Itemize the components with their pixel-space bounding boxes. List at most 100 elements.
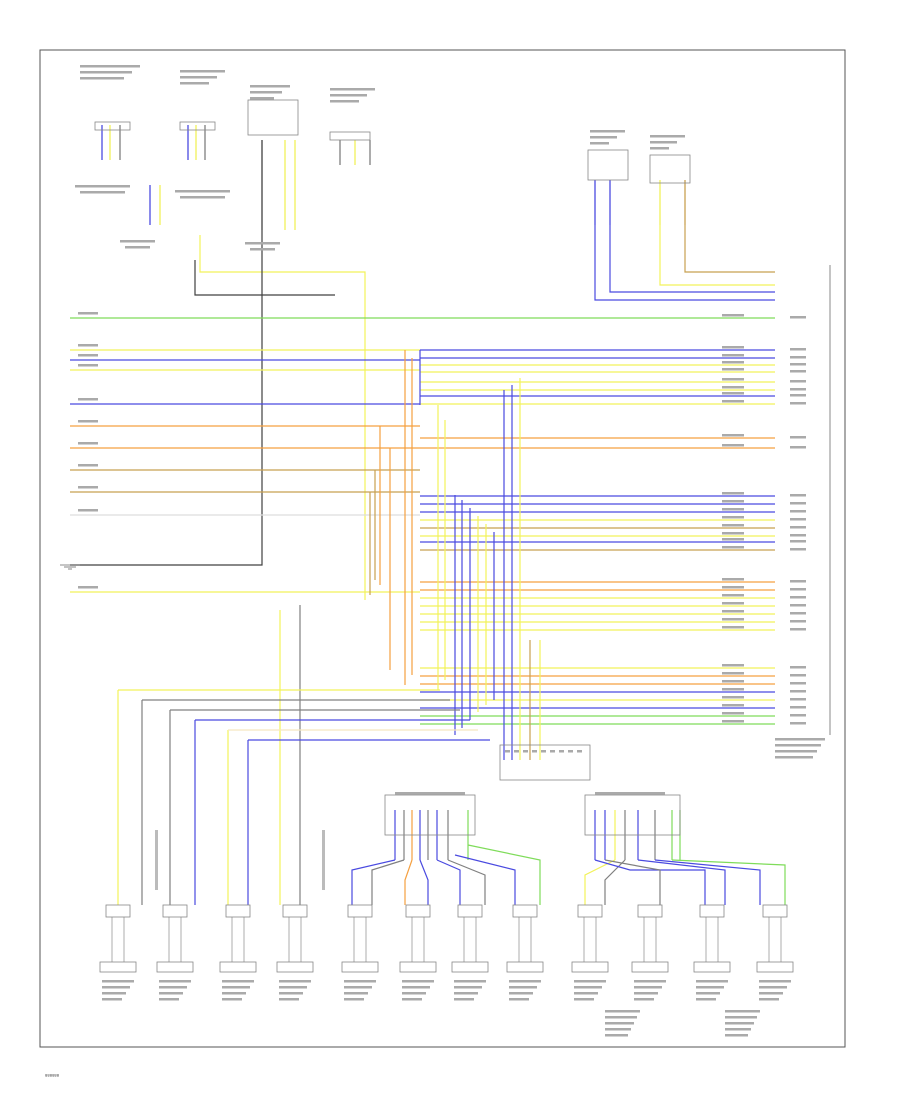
speaker-plug-10: [699, 904, 725, 918]
component-label-top-4-line-1: [330, 94, 367, 97]
wire-color-tag-33: [722, 720, 744, 723]
center-speaker-connector-block: [384, 794, 476, 836]
pin-label-29: [790, 690, 806, 693]
pin-label-4: [790, 370, 806, 373]
speaker-label-5-2: [402, 992, 426, 995]
component-label-top-4-line-2: [330, 100, 359, 103]
wire-color-tag-29: [722, 688, 744, 691]
wire-color-tag-25: [722, 626, 744, 629]
wire-color-tag-2: [722, 354, 744, 357]
speaker-label-10-2: [696, 992, 720, 995]
speaker-plug-11: [762, 904, 788, 918]
speaker-body-9: [631, 961, 669, 973]
pin-label-12: [790, 502, 806, 505]
pin-label-32: [790, 714, 806, 717]
dark-ground-wire: [70, 230, 263, 566]
speaker-body-11: [756, 961, 794, 973]
speaker-plug-2: [225, 904, 251, 918]
left-wire-tag-6: [78, 442, 98, 445]
center-connector-label: [395, 792, 465, 795]
speaker-label-0-1: [102, 986, 130, 989]
wire-layer: [70, 125, 786, 962]
wire-color-tag-9: [722, 434, 744, 437]
fan-wire-r2: [604, 859, 626, 905]
component-label-top-3-line-1: [250, 91, 282, 94]
fan-wire-r3: [594, 859, 706, 905]
wire-color-tag-6: [722, 386, 744, 389]
pin-label-17: [790, 540, 806, 543]
component-label-top-4-line-0: [330, 88, 375, 91]
speaker-label-3-0: [279, 980, 311, 983]
amp-pin-6: [559, 750, 564, 753]
amplifier-connector-block: [499, 744, 591, 781]
pin-label-28: [790, 682, 806, 685]
speaker-body-7: [506, 961, 544, 973]
pin-label-16: [790, 534, 806, 537]
speaker-label-5-3: [402, 998, 422, 1001]
component-label-mid-2-a: [175, 190, 230, 193]
left-wire-tag-4: [78, 398, 98, 401]
pin-label-33: [790, 722, 806, 725]
speaker-plug-9: [637, 904, 663, 918]
left-rear-label-0: [605, 1010, 640, 1013]
pin-label-26: [790, 666, 806, 669]
component-label-top-6-line-1: [650, 141, 677, 144]
speaker-label-3-2: [279, 992, 303, 995]
speaker-plug-0: [105, 904, 131, 918]
speaker-plug-5: [405, 904, 431, 918]
left-speaker-blue-feed-2: [609, 225, 775, 293]
left-wire-tag-1: [78, 344, 98, 347]
connector-block-top-left-2: [179, 121, 216, 131]
rotated-annotation-0: [155, 830, 158, 890]
component-label-top-5-line-0: [590, 130, 625, 133]
speaker-plug-8: [577, 904, 603, 918]
speaker-label-6-2: [454, 992, 478, 995]
fan-wire-r4: [604, 859, 661, 905]
pin-label-22: [790, 604, 806, 607]
component-label-mid-1-b: [80, 191, 125, 194]
speaker-label-10-1: [696, 986, 724, 989]
fan-wire-c7: [467, 844, 541, 905]
left-rear-label-3: [605, 1028, 631, 1031]
pin-label-15: [790, 526, 806, 529]
amp-pin-2: [523, 750, 528, 753]
diagram-footer-code: ºººººº: [45, 1074, 60, 1080]
wire-color-tag-17: [722, 538, 744, 541]
component-label-top-1-line-1: [80, 71, 132, 74]
left-rear-label-2: [605, 1022, 634, 1025]
amp-pin-0: [505, 750, 510, 753]
right-rear-label-0: [725, 1010, 760, 1013]
top-yellow-harness-wire: [199, 235, 366, 600]
wire-color-tag-1: [722, 346, 744, 349]
connector-block-top-center: [329, 131, 371, 141]
fan-wire-c4: [419, 859, 429, 905]
speaker-body-1: [156, 961, 194, 973]
wire-color-tag-23: [722, 610, 744, 613]
speaker-label-9-2: [634, 992, 658, 995]
amp-pin-1: [514, 750, 519, 753]
speaker-body-0: [99, 961, 137, 973]
speaker-label-11-3: [759, 998, 779, 1001]
component-label-mid-4-b: [250, 248, 275, 251]
pin-label-10: [790, 446, 806, 449]
amp-pin-5: [550, 750, 555, 753]
component-label-top-3-line-0: [250, 85, 290, 88]
speaker-label-1-0: [159, 980, 191, 983]
speaker-label-4-3: [344, 998, 364, 1001]
wire-color-tag-22: [722, 602, 744, 605]
diagram-frame: [39, 49, 846, 1048]
speaker-label-7-2: [509, 992, 533, 995]
amp-module-label-3: [775, 756, 813, 759]
component-label-mid-3-b: [125, 246, 150, 249]
left-speaker-yellow-feed: [659, 225, 775, 286]
pin-label-7: [790, 394, 806, 397]
rotated-annotation-1: [322, 830, 325, 890]
wire-color-tag-32: [722, 712, 744, 715]
wire-color-tag-24: [722, 618, 744, 621]
speaker-body-5: [399, 961, 437, 973]
pin-label-27: [790, 674, 806, 677]
speaker-plug-6: [457, 904, 483, 918]
right-speaker-connector-block: [584, 794, 681, 836]
speaker-label-11-1: [759, 986, 787, 989]
left-wire-tag-8: [78, 486, 98, 489]
